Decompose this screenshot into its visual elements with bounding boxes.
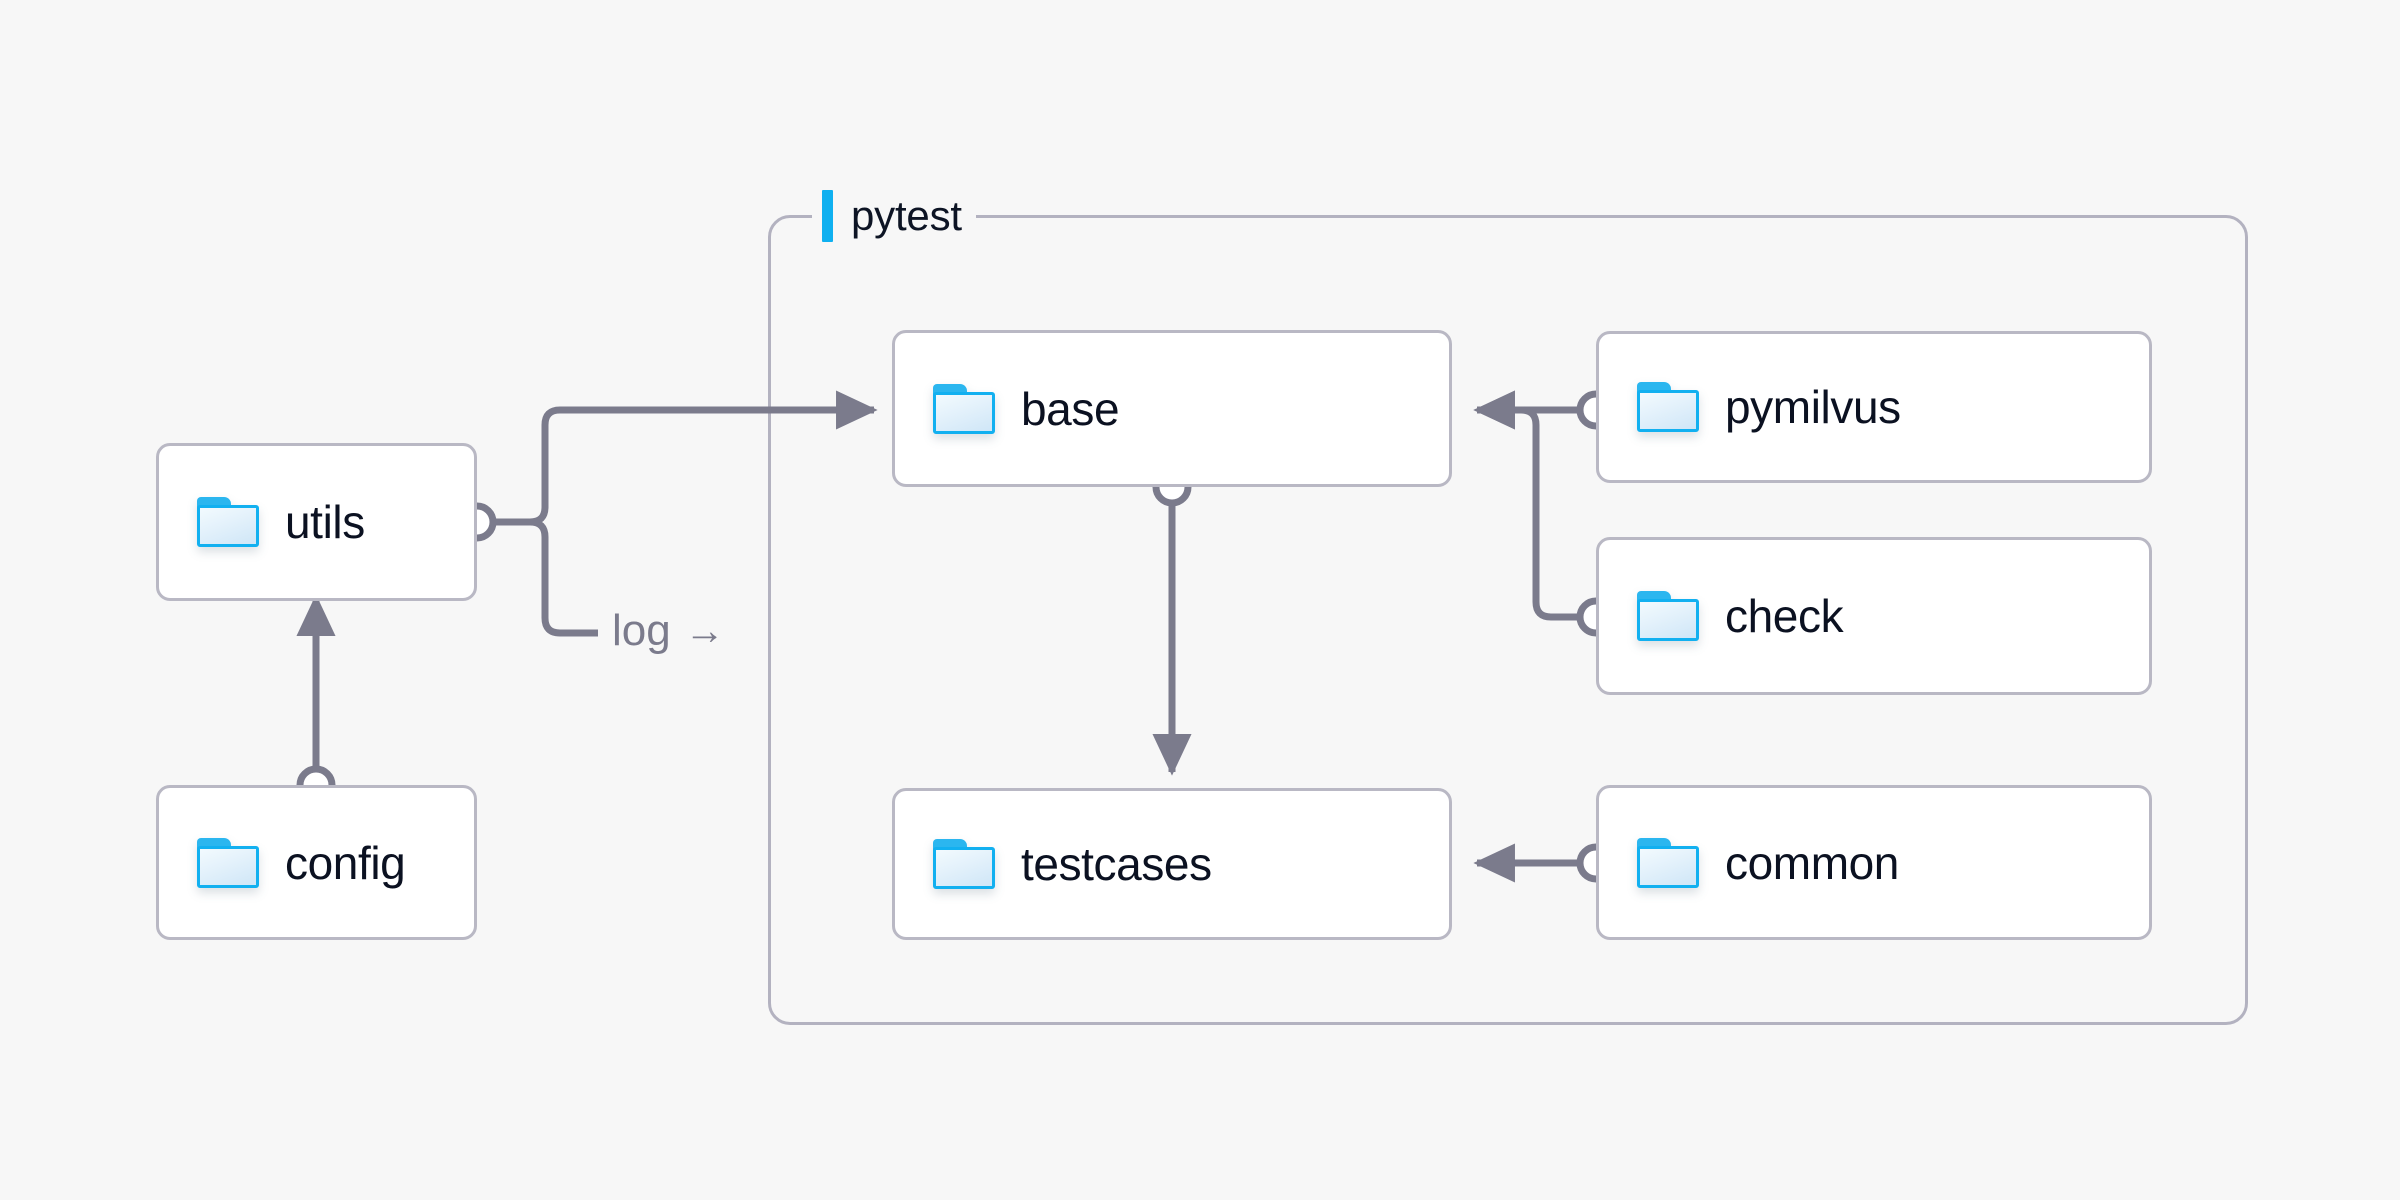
group-pytest bbox=[768, 215, 2248, 1025]
node-pymilvus-content: pymilvus bbox=[1599, 382, 1901, 432]
node-config-content: config bbox=[159, 836, 406, 889]
node-base[interactable]: base bbox=[892, 330, 1452, 487]
edge-utils-log bbox=[529, 518, 598, 637]
node-pymilvus-label: pymilvus bbox=[1725, 381, 1901, 433]
node-config-label: config bbox=[285, 836, 406, 889]
node-config[interactable]: config bbox=[156, 785, 477, 940]
node-utils-content: utils bbox=[159, 497, 365, 547]
node-base-label: base bbox=[1021, 382, 1120, 435]
node-common[interactable]: common bbox=[1596, 785, 2152, 940]
edge-label-log-text: log bbox=[612, 606, 671, 655]
node-pymilvus[interactable]: pymilvus bbox=[1596, 331, 2152, 483]
folder-icon bbox=[1637, 382, 1699, 432]
node-base-content: base bbox=[895, 382, 1120, 435]
folder-icon bbox=[197, 837, 259, 888]
folder-icon bbox=[933, 839, 995, 889]
group-pytest-label: pytest bbox=[812, 187, 976, 245]
edge-label-log: log → bbox=[604, 607, 733, 655]
folder-icon bbox=[933, 383, 995, 434]
node-testcases-content: testcases bbox=[895, 839, 1212, 889]
folder-icon bbox=[197, 497, 259, 547]
folder-icon bbox=[1637, 591, 1699, 641]
node-testcases[interactable]: testcases bbox=[892, 788, 1452, 940]
node-testcases-label: testcases bbox=[1021, 838, 1212, 890]
node-check[interactable]: check bbox=[1596, 537, 2152, 695]
group-title: pytest bbox=[851, 192, 962, 239]
folder-icon bbox=[1637, 837, 1699, 888]
node-common-label: common bbox=[1725, 836, 1899, 889]
accent-bar-icon bbox=[822, 190, 833, 242]
arrow-right-icon: → bbox=[684, 609, 725, 653]
node-utils-label: utils bbox=[285, 496, 365, 548]
node-common-content: common bbox=[1599, 836, 1899, 889]
node-check-content: check bbox=[1599, 590, 1844, 642]
node-check-label: check bbox=[1725, 590, 1844, 642]
node-utils[interactable]: utils bbox=[156, 443, 477, 601]
